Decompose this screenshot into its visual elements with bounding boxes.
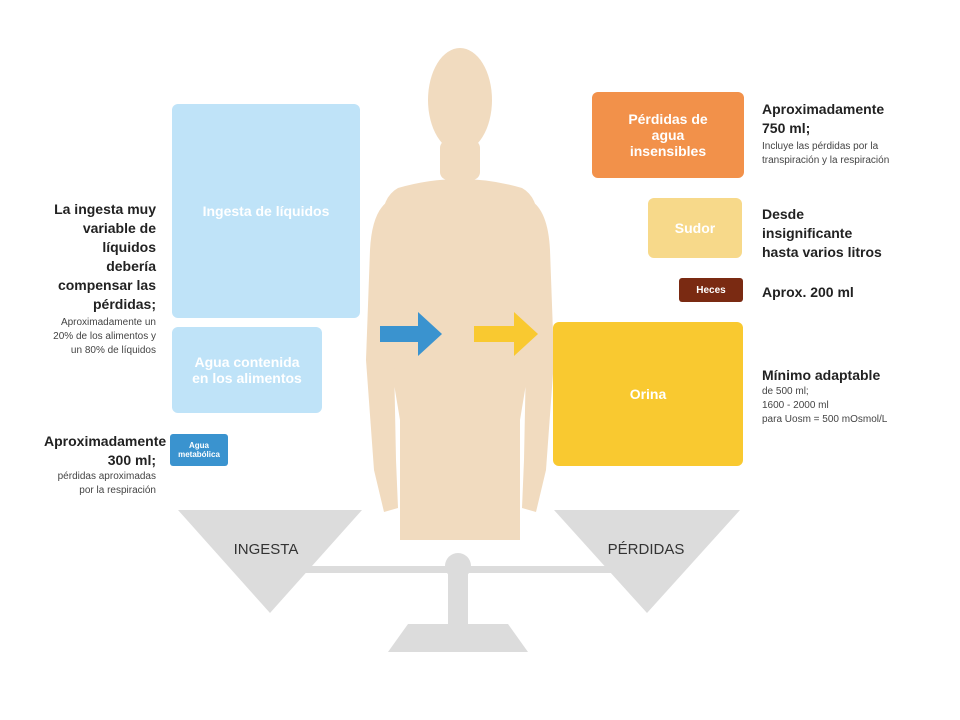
urine-note-detail-2: 1600 - 2000 ml xyxy=(762,400,829,411)
balance-scale xyxy=(178,510,740,652)
insensible-note-main: Aproximadamente 750 ml; xyxy=(762,101,885,136)
balance-right-label: PÉRDIDAS xyxy=(608,541,685,558)
sweat-note: Desde insignificante hasta varios litros xyxy=(762,205,887,262)
intake-arrow xyxy=(380,312,442,356)
torso xyxy=(381,179,539,540)
urine-note-detail-3: para Uosm = 500 mOsmol/L xyxy=(762,414,888,425)
metabolic-note-main: Aproximadamente 300 ml; xyxy=(44,433,167,468)
balance-stem xyxy=(448,566,468,624)
left-pan xyxy=(178,510,362,613)
urine-box: Orina xyxy=(553,322,743,466)
insensible-note-detail: Incluye las pérdidas por la transpiració… xyxy=(762,141,890,166)
fluid-intake-box: Ingesta de líquidos xyxy=(172,104,360,318)
right-pan xyxy=(554,510,740,613)
insensible-loss-box: Pérdidas de agua insensibles xyxy=(592,92,744,178)
sweat-box: Sudor xyxy=(648,198,742,258)
sweat-note-text: Desde insignificante hasta varios litros xyxy=(762,206,882,260)
feces-note: Aprox. 200 ml xyxy=(762,283,887,302)
output-arrow xyxy=(474,312,538,356)
neck xyxy=(440,140,480,180)
urine-note-detail-1: de 500 ml; xyxy=(762,386,809,397)
feces-box: Heces xyxy=(679,278,743,302)
sweat-label: Sudor xyxy=(674,220,716,236)
urine-label: Orina xyxy=(629,386,667,402)
metabolic-water-label: Agua metabólica xyxy=(178,441,220,459)
fluid-intake-label: Ingesta de líquidos xyxy=(202,203,330,219)
insensible-loss-label: Pérdidas de agua insensibles xyxy=(628,111,708,159)
food-water-box: Agua contenida en los alimentos xyxy=(172,327,322,413)
metabolic-note: Aproximadamente 300 ml; pérdidas aproxim… xyxy=(44,432,167,498)
intake-note-main: La ingesta muy variable de líquidos debe… xyxy=(54,201,156,312)
metabolic-water-box: Agua metabólica xyxy=(170,434,228,466)
human-body-silhouette xyxy=(366,48,554,540)
balance-foot xyxy=(388,624,528,652)
food-water-label: Agua contenida en los alimentos xyxy=(192,354,302,386)
right-arm xyxy=(518,200,554,512)
head xyxy=(428,48,492,152)
feces-note-text: Aprox. 200 ml xyxy=(762,284,854,300)
balance-left-label: INGESTA xyxy=(234,541,299,558)
feces-label: Heces xyxy=(696,284,726,296)
urine-note: Mínimo adaptable de 500 ml; 1600 - 2000 … xyxy=(762,366,902,427)
insensible-note: Aproximadamente 750 ml; Incluye las pérd… xyxy=(762,100,897,168)
left-arm xyxy=(366,200,402,512)
metabolic-note-detail: pérdidas aproximadas por la respiración xyxy=(57,471,156,496)
intake-note-detail: Aproximadamente un 20% de los alimentos … xyxy=(53,317,156,356)
intake-note: La ingesta muy variable de líquidos debe… xyxy=(52,200,156,358)
urine-note-main: Mínimo adaptable xyxy=(762,367,881,383)
